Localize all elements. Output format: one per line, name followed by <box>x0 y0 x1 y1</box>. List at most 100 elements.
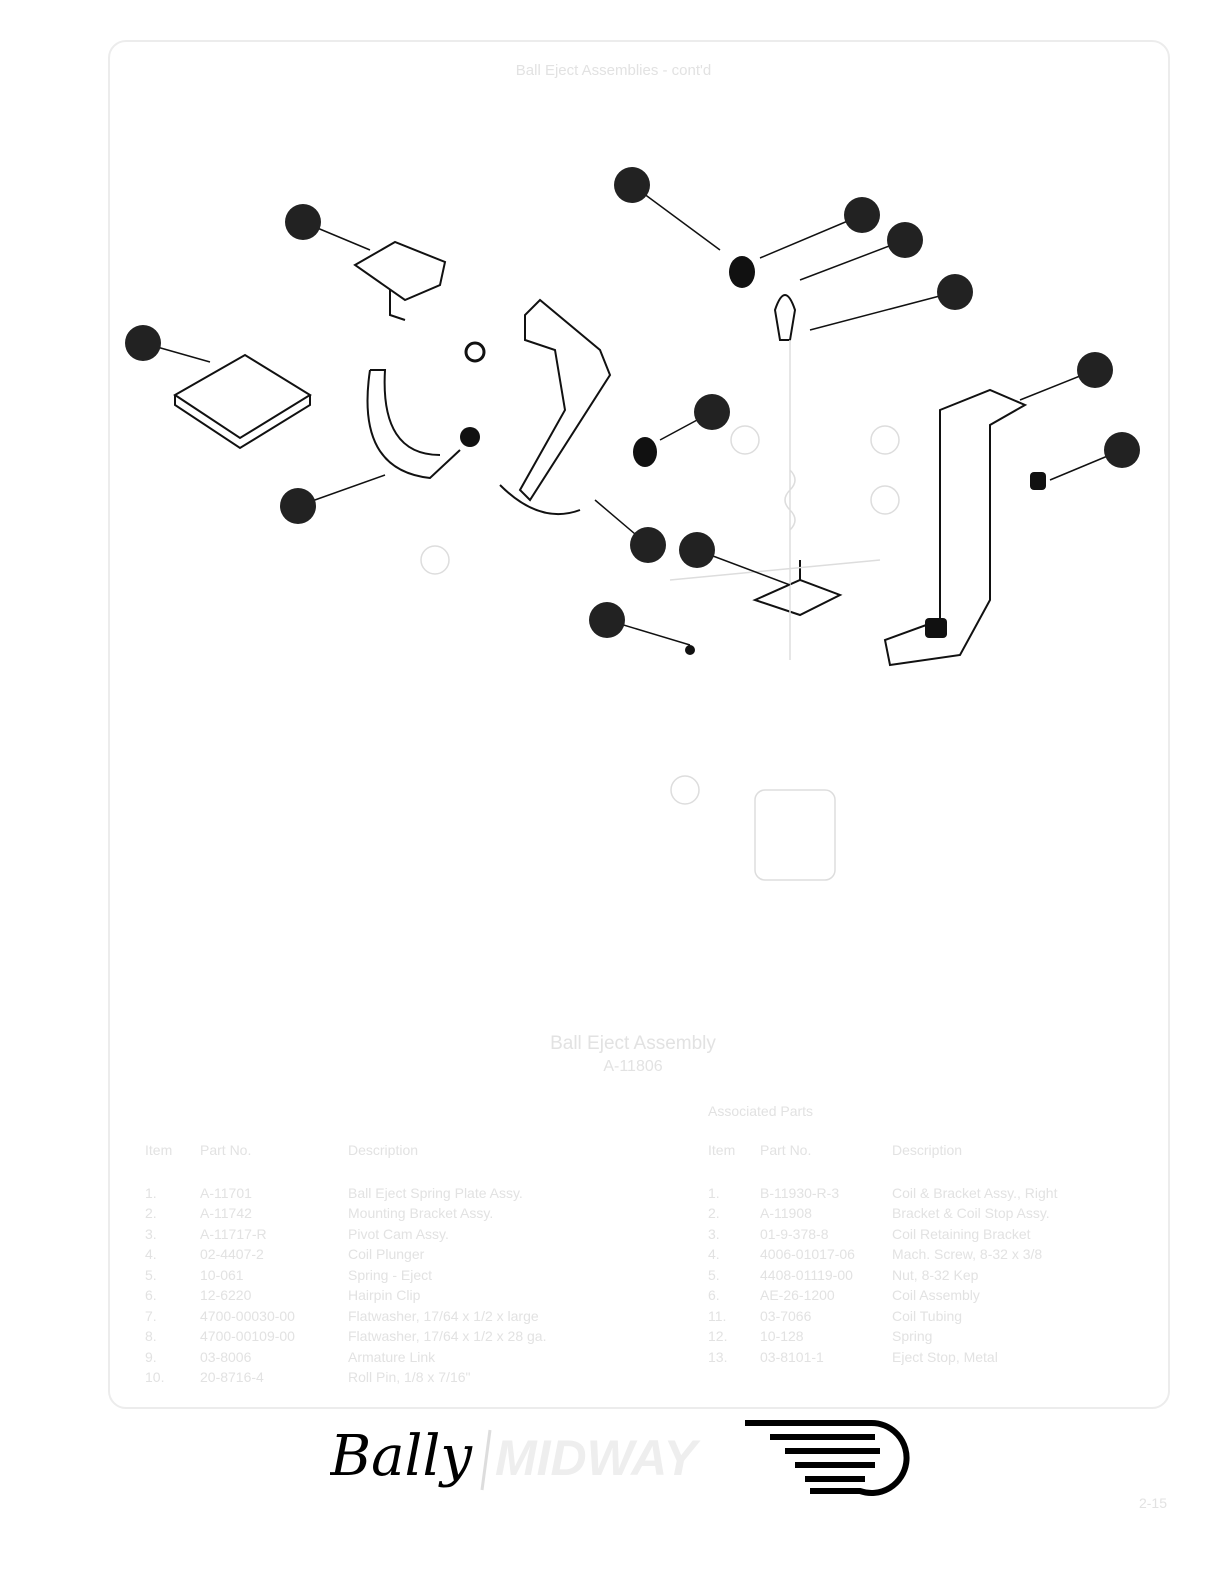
table-header: Item Part No. Description <box>145 1140 608 1161</box>
table-row: 2. A-11742 Mounting Bracket Assy. <box>145 1203 608 1224</box>
description: Coil Retaining Bracket <box>892 1225 1031 1242</box>
description: Armature Link <box>348 1348 436 1365</box>
table-row: 12. 10-128 Spring <box>708 1326 1152 1347</box>
part-number: 01-9-378-8 <box>760 1225 829 1242</box>
header-part-no: Part No. <box>200 1142 252 1158</box>
description: Spring - Eject <box>348 1266 433 1283</box>
spring-plate <box>173 353 312 440</box>
description: Coil Plunger <box>348 1246 425 1262</box>
item-number: 4. <box>145 1246 157 1262</box>
item-number: 5. <box>145 1266 157 1283</box>
part-number: 03-7066 <box>760 1307 812 1324</box>
item-number: 4. <box>708 1246 720 1262</box>
coil-bracket <box>752 560 843 617</box>
description: Pivot Cam Assy. <box>348 1225 449 1242</box>
item-number: 7. <box>145 1307 157 1324</box>
part-number: 20-8716-4 <box>200 1369 264 1385</box>
part-number: A-11717-R <box>200 1225 267 1242</box>
item-number: 2. <box>145 1205 157 1221</box>
item-number: 5. <box>708 1266 720 1283</box>
item-number: 6. <box>145 1287 157 1303</box>
description: Mounting Bracket Assy. <box>348 1205 494 1221</box>
part-number: AE-26-1200 <box>760 1287 835 1303</box>
assembly-parts <box>173 240 1028 667</box>
table-row: 4. 02-4407-2 Coil Plunger <box>145 1244 608 1265</box>
table-row: 7. 4700-00030-00 Flatwasher, 17/64 x 1/2 x… <box>145 1306 608 1327</box>
part-number: 10-128 <box>760 1328 804 1344</box>
page-title: Ball Eject Assemblies - cont'd <box>515 62 712 79</box>
header-description: Description <box>892 1142 963 1158</box>
item-number: 2. <box>708 1205 720 1221</box>
table-row: 10. 20-8716-4 Roll Pin, 1/8 x 7/16" <box>145 1367 608 1388</box>
item-number: 13. <box>708 1348 728 1365</box>
table-row: 6. 12-6220 Hairpin Clip <box>145 1285 608 1306</box>
item-number: 11. <box>708 1307 727 1324</box>
page-border <box>108 40 1170 1409</box>
description: Roll Pin, 1/8 x 7/16" <box>348 1369 471 1385</box>
header-part-no: Part No. <box>760 1142 812 1158</box>
description: Eject Stop, Metal <box>892 1348 998 1365</box>
mounting-bracket <box>353 240 447 321</box>
pivot-cam <box>366 369 461 480</box>
description: Spring <box>892 1328 933 1344</box>
part-number: B-11930-R-3 <box>760 1184 840 1201</box>
header-description: Description <box>348 1142 419 1158</box>
table-row: 1. A-11701 Ball Eject Spring Plate Assy. <box>145 1183 608 1204</box>
table-row: 6. AE-26-1200 Coil Assembly <box>708 1285 1152 1306</box>
item-number: 9. <box>145 1348 157 1365</box>
bally-midway-logo: Bally MIDWAY <box>330 1419 910 1496</box>
description: Hairpin Clip <box>348 1287 421 1303</box>
table-row: 4. 4006-01017-06 Mach. Screw, 8-32 x 3/8 <box>708 1244 1152 1265</box>
part-number: A-11701 <box>200 1184 252 1201</box>
description: Mach. Screw, 8-32 x 3/8 <box>892 1246 1043 1262</box>
item-number: 12. <box>708 1328 728 1344</box>
table-header: Item Part No. Description <box>708 1140 1152 1161</box>
part-number: 12-6220 <box>200 1287 252 1303</box>
description: Flatwasher, 17/64 x 1/2 x large <box>348 1307 539 1324</box>
callout-leaders <box>142 184 1123 646</box>
associated-parts-title: Associated Parts <box>708 1103 814 1119</box>
bracket-plate <box>499 298 612 516</box>
part-number: 4408-01119-00 <box>760 1266 853 1283</box>
header-item: Item <box>145 1142 173 1158</box>
table-row: 13. 03-8101-1 Eject Stop, Metal <box>708 1347 1152 1368</box>
item-number: 1. <box>145 1184 157 1201</box>
part-number: 02-4407-2 <box>200 1246 264 1262</box>
part-number: 03-8101-1 <box>760 1348 824 1365</box>
figure-caption: Ball Eject Assembly <box>550 1033 716 1054</box>
part-number: 4700-00030-00 <box>200 1307 295 1324</box>
part-number: 4700-00109-00 <box>200 1328 295 1344</box>
faint-coil-outline <box>420 340 900 881</box>
part-number: A-11742 <box>200 1205 252 1221</box>
item-number: 8. <box>145 1328 157 1344</box>
item-number: 1. <box>708 1184 720 1201</box>
description: Ball Eject Spring Plate Assy. <box>348 1184 523 1201</box>
description: Coil Assembly <box>892 1287 980 1303</box>
eject-stop <box>883 388 1028 667</box>
description: Bracket & Coil Stop Assy. <box>892 1205 1050 1221</box>
item-number: 6. <box>708 1287 720 1303</box>
description: Nut, 8-32 Kep <box>892 1266 979 1283</box>
part-number: 4006-01017-06 <box>760 1246 855 1262</box>
page-number: 2-15 <box>1138 1495 1167 1511</box>
parts-hardware <box>460 256 1046 655</box>
table-row: 1. B-11930-R-3 Coil & Bracket Assy., Right <box>708 1183 1152 1204</box>
description: Coil Tubing <box>892 1307 963 1324</box>
svg-text:Bally: Bally <box>330 1424 473 1489</box>
svg-text:MIDWAY: MIDWAY <box>495 1430 701 1486</box>
parts-table: Item Part No. Description 1. A-11701 Ball … <box>145 1140 608 1388</box>
header-item: Item <box>708 1142 736 1158</box>
part-number: 03-8006 <box>200 1348 252 1365</box>
callout-markers <box>125 167 1140 638</box>
item-number: 3. <box>145 1225 157 1242</box>
item-number: 3. <box>708 1225 720 1242</box>
description: Coil & Bracket Assy., Right <box>892 1184 1058 1201</box>
table-row: 9. 03-8006 Armature Link <box>145 1347 608 1368</box>
table-row: 11. 03-7066 Coil Tubing <box>708 1306 1152 1327</box>
item-number: 10. <box>145 1369 165 1385</box>
